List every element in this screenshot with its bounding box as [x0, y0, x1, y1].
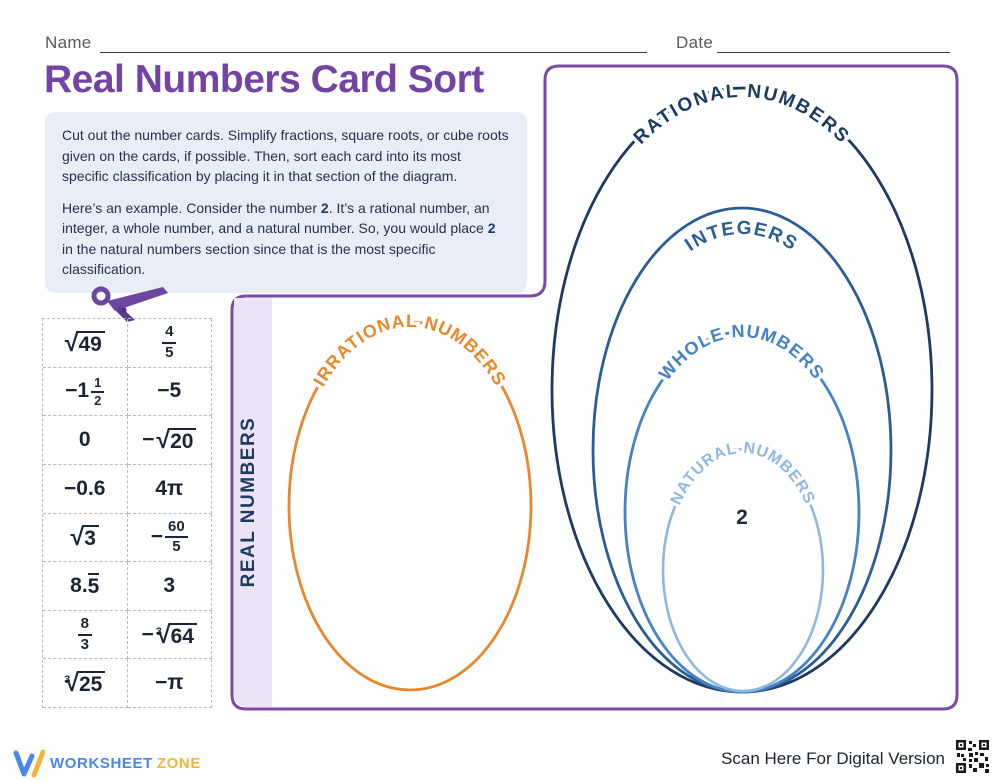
brand-word-zone: ZONE	[156, 755, 201, 772]
page-title: Real Numbers Card Sort	[44, 58, 484, 101]
number-card[interactable]: 3√25	[43, 659, 128, 708]
irrational-oval[interactable]	[287, 320, 533, 692]
real-numbers-sidebar	[234, 298, 272, 707]
date-label: Date	[676, 33, 714, 52]
real-numbers-region[interactable]	[230, 64, 959, 711]
number-card[interactable]: 4π	[127, 464, 212, 514]
scissors-icon	[91, 286, 168, 322]
qr-code	[955, 739, 990, 774]
real-numbers-label: REAL NUMBERS	[238, 417, 259, 588]
number-card[interactable]: −5	[127, 367, 212, 417]
date-line[interactable]	[717, 34, 950, 53]
instructions-box: Cut out the number cards. Simplify fract…	[45, 112, 527, 293]
brand-logo-icon	[13, 749, 45, 778]
example-number: 2	[736, 506, 748, 529]
instructions-paragraph-2: Here’s an example. Consider the number 2…	[62, 199, 496, 278]
brand-word-worksheet: WORKSHEET	[50, 755, 153, 772]
number-card[interactable]: −0.6	[43, 464, 128, 514]
number-card[interactable]: −π	[127, 659, 212, 708]
number-card[interactable]: √49	[43, 319, 128, 368]
scan-here-label: Scan Here For Digital Version	[721, 749, 945, 768]
example-number-inline: 2	[320, 199, 329, 216]
number-card[interactable]: 3	[127, 562, 212, 611]
number-card[interactable]: √3	[43, 513, 128, 563]
number-card[interactable]: 8.5	[43, 562, 128, 611]
instructions-paragraph-1: Cut out the number cards. Simplify fract…	[62, 127, 509, 184]
name-label: Name	[45, 33, 92, 52]
natural-numbers-oval[interactable]	[661, 447, 825, 693]
name-line[interactable]	[100, 34, 647, 53]
example-number-inline: 2	[487, 220, 496, 236]
number-card[interactable]: 0	[43, 416, 128, 465]
number-card[interactable]: −3√64	[127, 610, 212, 660]
real-numbers-diagram: REAL NUMBERS IRRATIONAL NUMBERS RATIONAL…	[230, 64, 959, 711]
number-card[interactable]: −√20	[127, 416, 212, 465]
